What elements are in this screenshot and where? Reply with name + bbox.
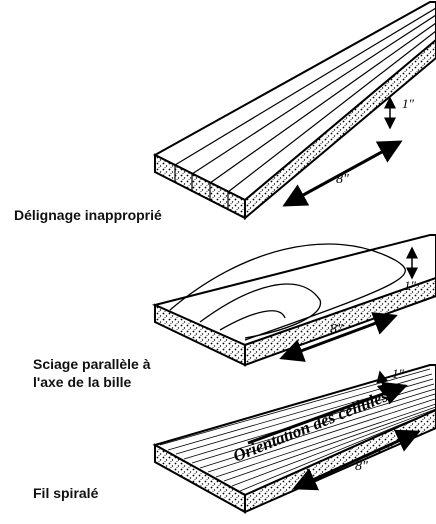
board2-thickness-label: 1" (404, 278, 417, 293)
board-parallel-sawing (155, 235, 436, 365)
board1-thickness-label: 1" (402, 96, 415, 111)
caption-spiral-grain: Fil spiralé (33, 484, 98, 502)
board1-width-label: 8" (336, 172, 349, 187)
board-improper-edging (155, 2, 436, 218)
caption-parallel-sawing: Sciage parallèle à l'axe de la bille (33, 355, 151, 391)
board3-width-label: 8" (355, 459, 368, 474)
board3-thickness-label: 1" (392, 366, 405, 381)
caption-improper-edging: Délignage inapproprié (14, 206, 162, 224)
board2-width-label: 8" (330, 322, 343, 337)
